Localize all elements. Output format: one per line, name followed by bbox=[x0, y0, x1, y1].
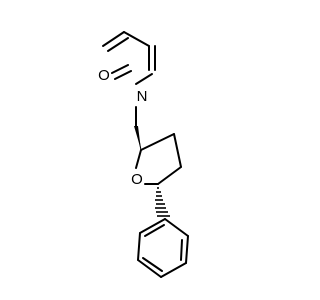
bonds bbox=[102, 31, 189, 278]
vinyl-double-bond-b bbox=[107, 37, 129, 52]
stereo-hashed-wedge-c5 bbox=[155, 187, 170, 217]
molecule-structure: O N O bbox=[98, 31, 189, 278]
ring-bond-c3-c4 bbox=[173, 133, 182, 168]
phenyl-bond-6 bbox=[139, 218, 166, 234]
atom-label-oxygen-ring: O bbox=[131, 171, 143, 188]
carbonyl-nitrogen-bond bbox=[135, 73, 153, 85]
ring-bond-c4-c5 bbox=[157, 166, 182, 185]
phenyl-bond-3 bbox=[160, 262, 187, 278]
phenyl-bond-4 bbox=[137, 259, 162, 278]
phenyl-inner-double-2 bbox=[142, 257, 163, 272]
phenyl-inner-double-3 bbox=[144, 224, 165, 237]
co-double-b bbox=[114, 70, 132, 80]
phenyl-bond-2 bbox=[185, 235, 189, 264]
vinyl-double-bond-a bbox=[102, 31, 125, 47]
ring-bond-c2-o bbox=[135, 149, 142, 169]
atom-label-oxygen-carbonyl: O bbox=[98, 67, 110, 84]
c5-phenyl-bond bbox=[158, 184, 165, 219]
phenyl-bond-1 bbox=[164, 218, 189, 237]
co-double-a bbox=[111, 64, 129, 74]
phenyl-inner-double-1 bbox=[180, 239, 183, 261]
atom-label-nitrogen: N bbox=[137, 88, 148, 105]
ring-bond-c2-c3 bbox=[140, 133, 175, 151]
carbonyl-to-oxygen bbox=[111, 64, 132, 80]
stereo-wedge-c2-edge bbox=[135, 125, 142, 151]
phenyl-bond-5 bbox=[137, 232, 141, 261]
vinyl-carbonyl-bond bbox=[123, 31, 150, 47]
